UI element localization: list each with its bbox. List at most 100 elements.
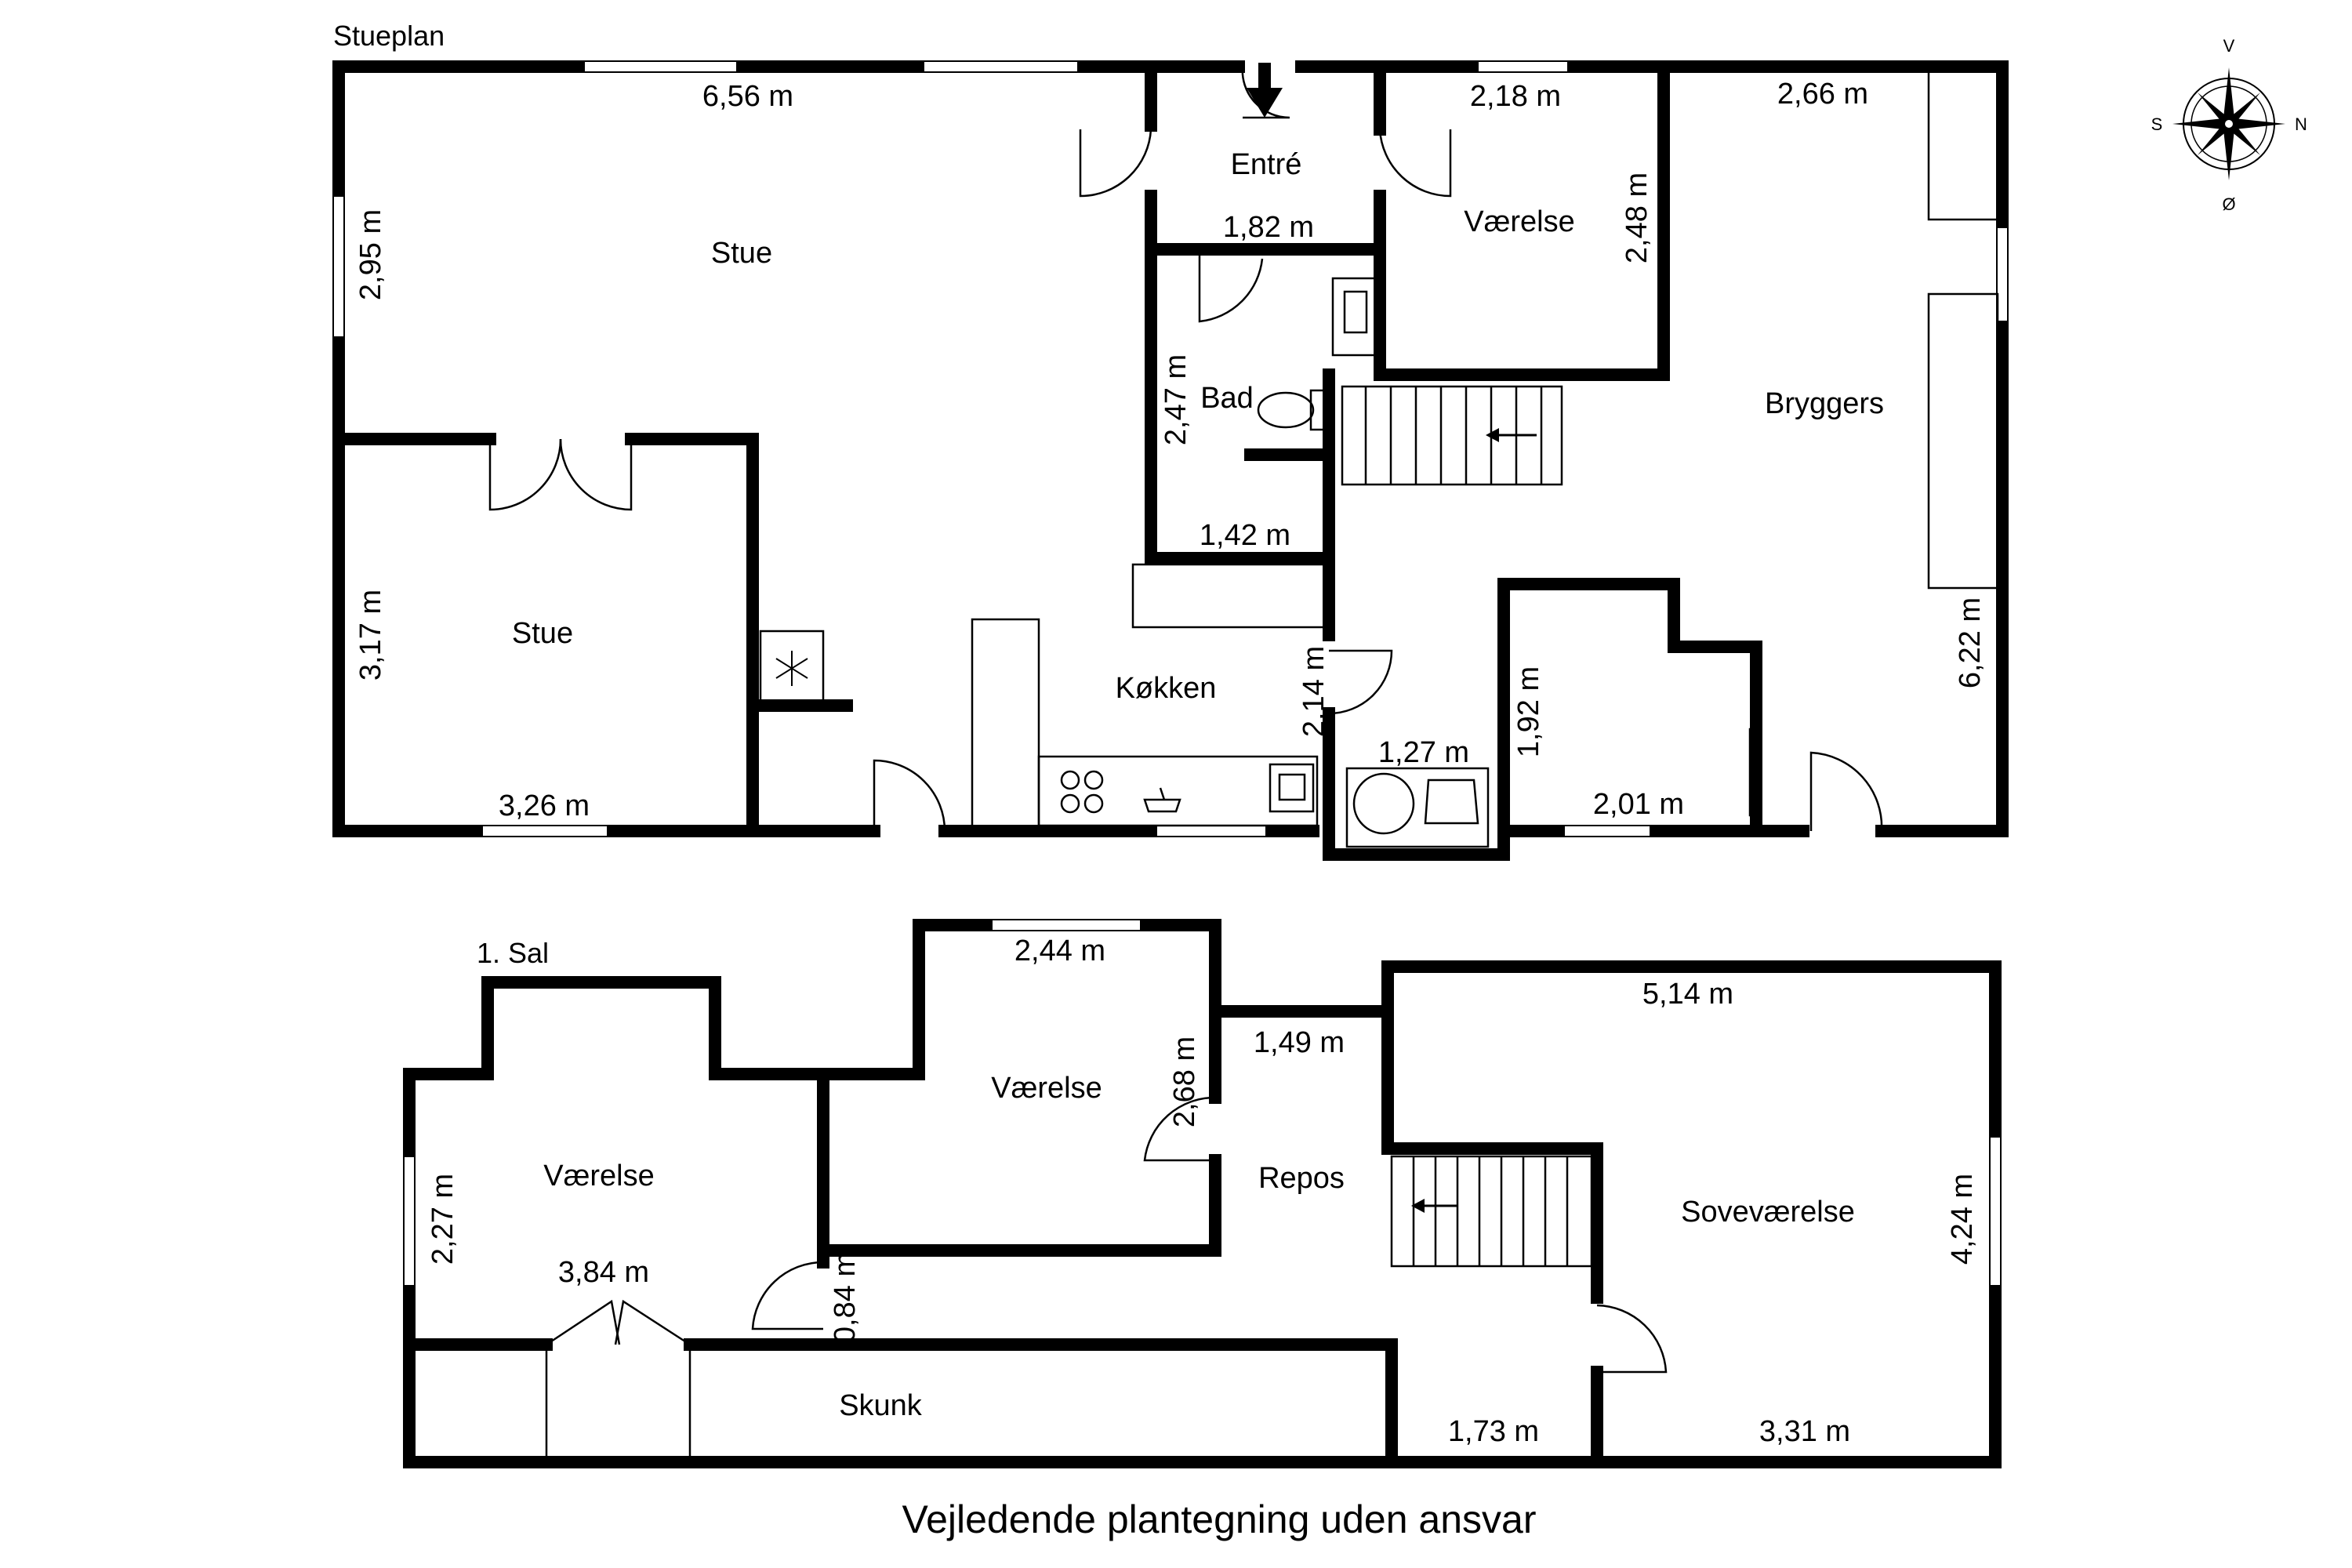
dim-sove-height: 4,24 m	[1946, 1174, 1979, 1265]
plan-caption: Vejledende plantegning uden ansvar	[902, 1497, 1536, 1541]
first-windows	[403, 919, 2002, 1287]
door	[1809, 751, 1883, 832]
dim-entre-width: 1,82 m	[1223, 211, 1314, 244]
dryer-icon	[1424, 779, 1479, 825]
entry-arrow-icon	[1247, 63, 1283, 118]
compass-west: V	[2223, 36, 2235, 56]
door	[546, 1299, 621, 1346]
window	[1477, 60, 1569, 73]
dim-closet-width: 1,27 m	[1378, 736, 1469, 769]
stairs-arrow-icon	[1486, 428, 1499, 442]
door	[559, 438, 633, 511]
sink-icon	[1331, 277, 1377, 357]
door-panel	[1748, 728, 1759, 817]
dim-repos-width: 1,49 m	[1254, 1026, 1345, 1059]
room-label-koekken: Køkken	[1116, 672, 1217, 705]
dim-first-left-height: 2,27 m	[426, 1174, 459, 1265]
counter	[971, 618, 1040, 833]
room-label-bryggers: Bryggers	[1765, 387, 1884, 420]
room-label-bad: Bad	[1200, 382, 1254, 415]
dim-first-mid-height: 2,68 m	[1168, 1036, 1201, 1127]
fireplace	[759, 630, 825, 703]
room-label-vaerelse: Værelse	[1464, 205, 1575, 238]
stove-burner-icon	[1060, 770, 1080, 790]
laundry-closet	[1345, 767, 1490, 848]
washer-icon	[1352, 772, 1415, 835]
dim-sove-bottom: 3,31 m	[1759, 1415, 1850, 1448]
room-label-stue-small: Stue	[512, 617, 573, 650]
compass-rose-icon: V N Ø S	[2151, 36, 2307, 214]
door	[614, 1299, 691, 1346]
door	[1596, 1304, 1668, 1374]
compass-east: Ø	[2222, 194, 2235, 214]
ground-interior-walls	[332, 60, 1762, 861]
door	[1328, 649, 1393, 715]
ground-doors	[488, 66, 1883, 832]
first-outer-walls	[403, 919, 2002, 1468]
room-label-stue-main: Stue	[711, 237, 772, 270]
dim-room2-height: 1,92 m	[1512, 666, 1545, 757]
room-label-skunk: Skunk	[839, 1389, 923, 1422]
kitchen-sink-icon	[1269, 763, 1315, 813]
room-label-vaerelse-left: Værelse	[543, 1160, 655, 1192]
dim-bad-width: 1,42 m	[1200, 519, 1290, 552]
dim-stue-small-height: 3,17 m	[354, 590, 387, 681]
dim-sove-width: 5,14 m	[1642, 978, 1733, 1011]
room-label-vaerelse-mid: Værelse	[991, 1072, 1102, 1105]
counter	[1131, 563, 1327, 629]
kitchen-counter	[1037, 755, 1319, 827]
door	[1079, 129, 1152, 198]
door	[873, 759, 946, 832]
first-floor-label: 1. Sal	[477, 937, 549, 969]
dim-stue-width: 6,56 m	[702, 80, 793, 113]
cabinet	[1927, 69, 1999, 221]
ground-floor-label: Stueplan	[333, 20, 445, 52]
compass-north: N	[2295, 114, 2307, 134]
window	[923, 60, 1079, 73]
room-label-sovevaerelse: Soveværelse	[1681, 1196, 1855, 1229]
stove-burner-icon	[1083, 793, 1104, 814]
window	[481, 825, 608, 837]
stove-burner-icon	[1060, 793, 1080, 814]
ground-fixtures	[759, 69, 1999, 848]
door	[488, 438, 562, 511]
dim-koekken-height: 2,14 m	[1298, 646, 1330, 737]
window	[583, 60, 738, 73]
cabinet	[1927, 292, 1999, 590]
window	[332, 195, 345, 338]
snowflake-icon	[775, 651, 808, 686]
first-doors	[545, 1096, 1668, 1458]
dim-first-mid-width: 2,44 m	[1014, 935, 1105, 967]
door	[1378, 129, 1452, 198]
compass-south: S	[2151, 114, 2163, 134]
ground-windows	[332, 60, 2009, 837]
first-floor-plan: 1. Sal	[403, 919, 2002, 1468]
first-stairs	[1390, 1155, 1593, 1268]
tap-icon	[1143, 787, 1181, 813]
door	[1198, 249, 1264, 323]
dim-bad-height: 2,47 m	[1160, 354, 1192, 445]
window	[1156, 825, 1267, 837]
dim-vaerelse-height: 2,48 m	[1621, 172, 1653, 263]
dim-door-width: 0,84 m	[829, 1252, 862, 1343]
sink-basin	[1343, 290, 1368, 334]
dim-vaerelse-width: 2,18 m	[1470, 80, 1561, 113]
dim-room2-width: 2,01 m	[1593, 788, 1684, 821]
window	[1563, 825, 1651, 837]
stove-burner-icon	[1083, 770, 1104, 790]
dim-bryggers-height: 6,22 m	[1954, 597, 1987, 688]
window	[403, 1156, 416, 1287]
dim-repos-bottom: 1,73 m	[1448, 1415, 1539, 1448]
toilet-icon	[1257, 391, 1315, 429]
dim-stue-height: 2,95 m	[354, 209, 387, 300]
room-label-entre: Entré	[1231, 148, 1302, 181]
dim-stue-small-width: 3,26 m	[499, 789, 590, 822]
ground-floor-plan: Stueplan	[332, 20, 2009, 861]
first-interior-walls	[403, 960, 1603, 1468]
room-label-repos: Repos	[1258, 1162, 1345, 1195]
door	[1143, 1096, 1216, 1162]
toilet-tank	[1309, 389, 1328, 431]
stairs-arrow-icon	[1411, 1199, 1425, 1213]
dim-bryggers-width: 2,66 m	[1777, 78, 1868, 111]
